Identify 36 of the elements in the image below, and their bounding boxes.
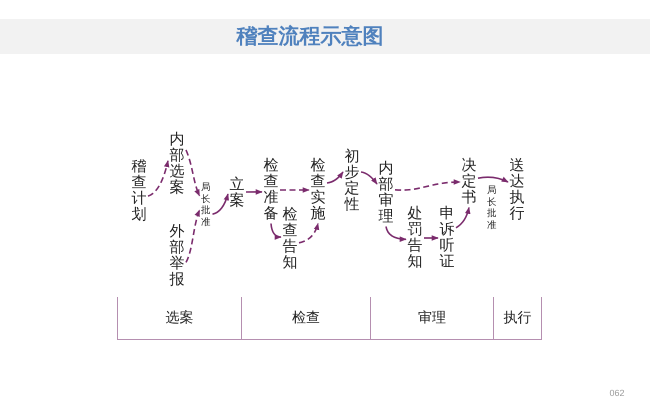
step-label: 送达执行 [510, 158, 524, 222]
step-label: 初步定性 [344, 149, 360, 213]
arrow [185, 150, 200, 196]
step-label: 立案 [230, 177, 244, 209]
phase-cell: 选案 [117, 297, 241, 340]
phase-cell: 执行 [493, 297, 542, 340]
step-label: 申诉听证 [440, 206, 454, 270]
step-label: 内部审理 [378, 161, 394, 225]
arrow [270, 223, 282, 240]
arrow [212, 193, 229, 215]
arrow [326, 171, 344, 184]
arrow [385, 226, 407, 242]
arrow [394, 179, 461, 191]
phase-cell: 审理 [370, 297, 493, 340]
arrow [280, 187, 310, 193]
arrow [456, 206, 470, 228]
title: 稽查流程示意图 [236, 24, 384, 48]
arrow [185, 209, 200, 263]
page-number: 062 [609, 388, 625, 398]
arrow [298, 222, 319, 244]
step-label: 检查实施 [310, 158, 326, 222]
arrow [246, 189, 263, 195]
step-label: 内部选案 [170, 132, 184, 196]
step-label: 决定书 [462, 158, 476, 206]
arrow [478, 176, 509, 183]
step-label: 检查告知 [282, 207, 298, 271]
phase-cell: 检查 [241, 297, 370, 340]
step-label: 处罚告知 [408, 206, 422, 270]
step-label: 检查准备 [264, 158, 278, 222]
arrow [148, 160, 170, 197]
edge-label: 局长批准 [487, 185, 497, 231]
arrow [424, 235, 439, 241]
arrow [360, 171, 378, 185]
step-label: 外部举报 [170, 224, 184, 288]
step-label: 局长批准 [201, 182, 211, 228]
step-label: 稽查计划 [132, 159, 146, 223]
